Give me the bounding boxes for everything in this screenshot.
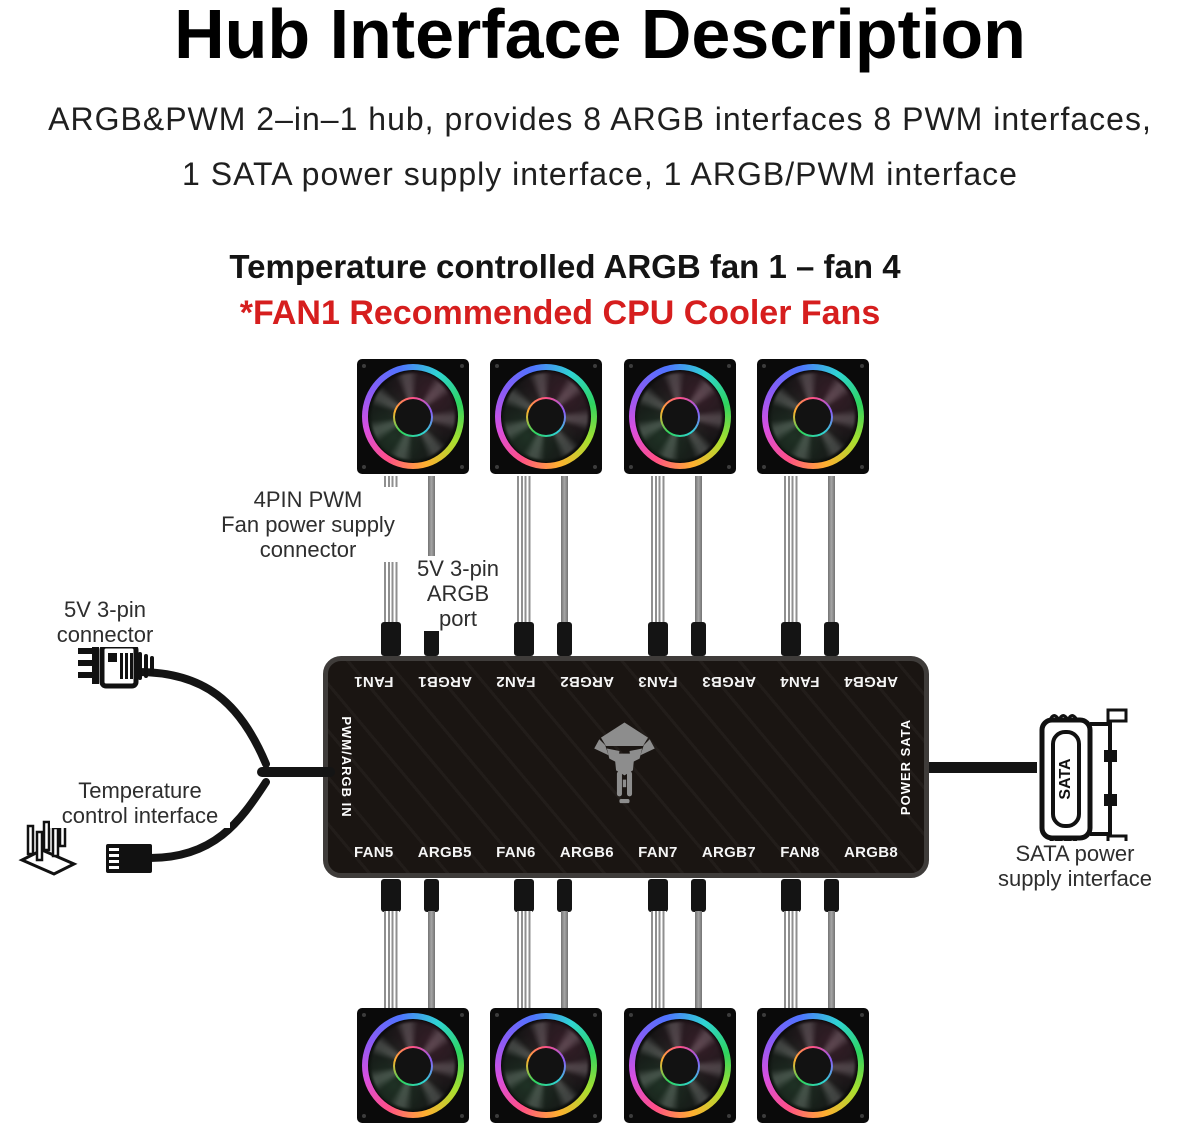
argb5-cable: [428, 911, 435, 1009]
fan4-pwm-plug: [781, 622, 801, 656]
section-heading: Temperature controlled ARGB fan 1 – fan …: [229, 248, 901, 285]
argb1-cable: [428, 476, 435, 623]
port-argb3: ARGB3: [701, 673, 756, 690]
top-argb-fan-4: [757, 359, 869, 474]
page-title: Hub Interface Description: [174, 0, 1026, 73]
hub-power-sata-label: POWER SATA: [898, 718, 913, 816]
description-line-1: ARGB&PWM 2–in–1 hub, provides 8 ARGB int…: [48, 101, 1152, 137]
callout-argb-port: 5V 3-pin ARGB port: [408, 556, 508, 632]
argb7-cable: [695, 911, 702, 1009]
hub-input-label: PWM/ARGB IN: [339, 716, 354, 818]
argb3-plug: [691, 622, 706, 656]
port-argb5: ARGB5: [417, 844, 472, 861]
argb5-plug: [424, 879, 439, 912]
top-argb-fan-1: [357, 359, 469, 474]
fan6-pwm-ribbon-cable: [517, 911, 532, 1009]
argb4-plug: [824, 622, 839, 656]
bottom-argb-fan-1: [357, 1008, 469, 1123]
hub-bottom-port-labels: FAN5 ARGB5 FAN6 ARGB6 FAN7 ARGB7 FAN8 AR…: [354, 844, 898, 861]
argb7-plug: [691, 879, 706, 912]
fan-hub: [793, 1045, 833, 1086]
argb3-cable: [695, 476, 702, 623]
fan3-pwm-ribbon-cable: [651, 476, 666, 623]
fan7-pwm-ribbon-cable: [651, 911, 666, 1009]
fan6-pwm-plug: [514, 879, 534, 912]
fan2-pwm-ribbon-cable: [517, 476, 532, 623]
temperature-pin-header-icon: [18, 816, 78, 876]
page-description: ARGB&PWM 2–in–1 hub, provides 8 ARGB int…: [0, 92, 1200, 202]
argb6-cable: [561, 911, 568, 1009]
5v-cable: [134, 668, 270, 768]
argb2-cable: [561, 476, 568, 623]
argb8-cable: [828, 911, 835, 1009]
callout-temperature-interface: Temperature control interface: [50, 778, 230, 829]
fan-hub: [793, 396, 833, 437]
port-fan2: FAN2: [496, 673, 536, 690]
argb-pwm-hub: FAN1 ARGB1 FAN2 ARGB2 FAN3 ARGB3 FAN4 AR…: [323, 656, 929, 878]
port-argb4: ARGB4: [843, 673, 898, 690]
fan-hub: [526, 396, 566, 437]
port-argb6: ARGB6: [559, 844, 614, 861]
fan-hub: [393, 396, 433, 437]
top-argb-fan-2: [490, 359, 602, 474]
port-fan6: FAN6: [496, 844, 536, 861]
callout-pwm-fan-connector: 4PIN PWM Fan power supply connector: [205, 487, 411, 563]
port-fan1: FAN1: [354, 673, 394, 690]
section-note-red: *FAN1 Recommended CPU Cooler Fans: [239, 294, 881, 332]
fan8-pwm-plug: [781, 879, 801, 912]
fan8-pwm-ribbon-cable: [784, 911, 799, 1009]
port-fan8: FAN8: [780, 844, 820, 861]
port-argb1: ARGB1: [417, 673, 472, 690]
fan5-pwm-plug: [381, 879, 401, 912]
argb4-cable: [828, 476, 835, 623]
fan4-pwm-ribbon-cable: [784, 476, 799, 623]
temperature-connector-icon: [106, 844, 152, 873]
bottom-argb-fan-4: [757, 1008, 869, 1123]
fan3-pwm-plug: [648, 622, 668, 656]
sata-connector-label: SATA: [1057, 758, 1074, 800]
bottom-argb-fan-3: [624, 1008, 736, 1123]
fan7-pwm-plug: [648, 879, 668, 912]
port-argb8: ARGB8: [843, 844, 898, 861]
fan-hub: [526, 1045, 566, 1086]
input-cables-art: [18, 643, 335, 876]
fan2-pwm-plug: [514, 622, 534, 656]
sata-connector-icon: SATA: [1039, 708, 1128, 849]
port-argb2: ARGB2: [559, 673, 614, 690]
port-fan3: FAN3: [638, 673, 678, 690]
top-argb-fan-3: [624, 359, 736, 474]
bottom-argb-fan-2: [490, 1008, 602, 1123]
fan-hub: [660, 1045, 700, 1086]
temp-cable: [146, 778, 270, 862]
port-argb7: ARGB7: [701, 844, 756, 861]
port-fan4: FAN4: [780, 673, 820, 690]
hub-top-port-labels: FAN1 ARGB1 FAN2 ARGB2 FAN3 ARGB3 FAN4 AR…: [354, 673, 898, 690]
fan5-pwm-ribbon-cable: [384, 911, 399, 1009]
callout-5v-connector: 5V 3-pin connector: [45, 597, 165, 648]
argb6-plug: [557, 879, 572, 912]
port-fan5: FAN5: [354, 844, 394, 861]
5v-3pin-connector-icon: [78, 643, 154, 689]
argb8-plug: [824, 879, 839, 912]
brand-logo-icon: [586, 722, 662, 812]
fan1-pwm-plug: [381, 622, 401, 656]
fan-hub: [393, 1045, 433, 1086]
sata-cable: [925, 762, 1037, 773]
description-line-2: 1 SATA power supply interface, 1 ARGB/PW…: [182, 156, 1018, 193]
argb2-plug: [557, 622, 572, 656]
callout-sata-interface: SATA power supply interface: [990, 841, 1160, 892]
port-fan7: FAN7: [638, 844, 678, 861]
fan-hub: [660, 396, 700, 437]
